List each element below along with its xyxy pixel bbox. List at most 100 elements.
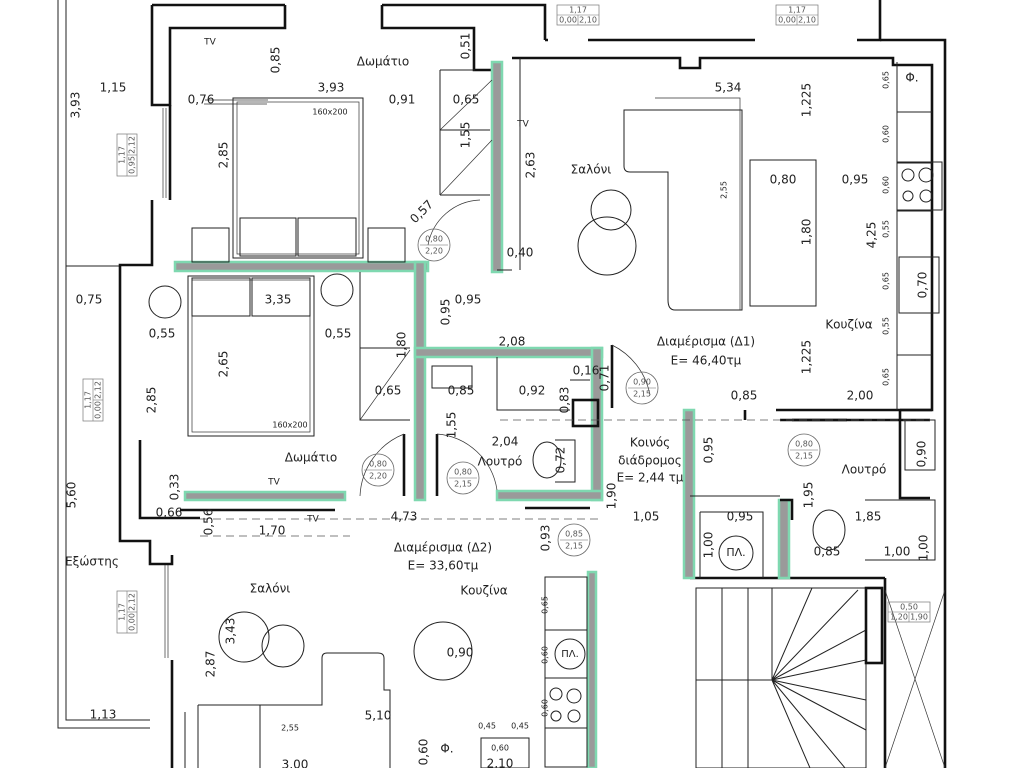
dimension-label: 5,60	[65, 482, 79, 509]
dimension-label: 0,95	[727, 510, 754, 524]
dimension-label: 0,85	[731, 389, 758, 403]
dimension-label: 1,00	[917, 535, 931, 562]
dimension-label: 3,35	[265, 293, 292, 307]
interior-lines	[180, 58, 936, 578]
double-bed	[187, 275, 315, 437]
dimension-label: 1,00	[702, 532, 716, 559]
dimension-label: 0,71	[598, 365, 612, 392]
dimension-label: 0,85	[814, 545, 841, 559]
furniture-label: TV	[516, 120, 529, 130]
room-label: Εξώστης	[65, 555, 119, 569]
staircase	[695, 586, 946, 768]
dimension-label: 1,80	[800, 219, 814, 246]
window-height: 2,12	[94, 381, 103, 399]
window-sill: 0,00	[94, 401, 103, 419]
window-sill: 0,00	[778, 16, 796, 25]
window-tag: 1,170,00 2,12	[82, 378, 104, 422]
furniture-label: ΠΛ.	[561, 649, 579, 660]
dimension-label: 0,72	[554, 447, 568, 474]
dimension-label: 0,65	[882, 272, 891, 290]
room-label: Διαμέρισμα (Δ1)	[657, 335, 755, 349]
dimension-label: 1,70	[259, 524, 286, 538]
dimension-label: 0,91	[389, 93, 416, 107]
door-width: 0,85	[565, 530, 583, 539]
dimension-label: 3,43	[224, 618, 238, 645]
furniture-label: 160x200	[312, 108, 347, 117]
window-height: 2,10	[798, 16, 816, 25]
dimension-label: 1,85	[855, 510, 882, 524]
room-label: Κοινός	[630, 436, 670, 450]
room-label: Σαλόνι	[250, 582, 291, 596]
dimension-label: 0,90	[915, 441, 929, 468]
door-width: 0,80	[425, 235, 443, 244]
dimension-label: 0,33	[168, 474, 182, 501]
dimension-label: 2,65	[217, 351, 231, 378]
dimension-label: 0,95	[439, 299, 453, 326]
room-label: E= 33,60τμ	[408, 559, 479, 573]
dimension-label: 1,95	[802, 482, 816, 509]
dimension-label: 0,40	[507, 246, 534, 260]
dimension-label: 0,92	[519, 384, 546, 398]
dining-table	[749, 159, 817, 307]
dimension-label: 0,65	[541, 596, 550, 614]
dimension-label: 5,34	[715, 81, 742, 95]
door-height: 2,15	[454, 480, 472, 489]
dimension-label: 0,60	[541, 646, 550, 664]
room-label: E= 2,44 τμ	[617, 471, 684, 485]
door-tag	[417, 228, 451, 262]
door-width: 0,90	[633, 378, 651, 387]
window-width: 0,50	[900, 603, 918, 612]
room-label: Δωμάτιο	[285, 451, 337, 465]
round-table	[413, 621, 473, 681]
dimension-label: 1,05	[633, 510, 660, 524]
window-width: 1,17	[569, 6, 587, 15]
dimension-label: 0,55	[149, 327, 176, 341]
door-height: 2,15	[565, 542, 583, 551]
dimension-label: 2,55	[720, 181, 729, 199]
door-height: 2,20	[425, 247, 443, 256]
dimension-label: 0,83	[558, 387, 572, 414]
dimension-label: 0,55	[882, 317, 891, 335]
dimension-label: 0,56	[202, 509, 216, 536]
door-tag	[625, 371, 659, 405]
dimension-label: 0,60	[882, 125, 891, 143]
dimension-label: 0,93	[539, 525, 553, 552]
furniture-label: TV	[306, 515, 319, 525]
dimension-label: 5,10	[365, 709, 392, 723]
dimension-label: 1,225	[800, 83, 814, 117]
dimension-label: 2,85	[217, 142, 231, 169]
dimension-label: 0,85	[448, 384, 475, 398]
window-width: 1,17	[788, 6, 806, 15]
room-label: Κουζίνα	[825, 318, 872, 332]
furniture-label: Φ.	[905, 71, 918, 85]
window-height: 2,12	[128, 136, 137, 154]
dimension-label: 1,90	[605, 483, 619, 510]
dimension-label: 0,95	[702, 437, 716, 464]
dimension-label: 2,08	[499, 335, 526, 349]
room-label: Λουτρό	[842, 463, 887, 477]
dimension-label: 0,65	[882, 71, 891, 89]
dimension-label: 0,60	[882, 176, 891, 194]
sofa	[623, 109, 743, 311]
dimension-label: 1,13	[90, 708, 117, 722]
dimension-label: 0,16	[573, 364, 600, 378]
dimension-label: 4,25	[865, 222, 879, 249]
door-height: 2,20	[369, 472, 387, 481]
door-width: 0,80	[369, 460, 387, 469]
dimension-label: 0,60	[491, 744, 509, 753]
dimension-label: 0,60	[417, 739, 431, 766]
shared-walls	[173, 60, 791, 768]
dimension-label: 0,45	[511, 722, 529, 731]
window-tag: 1,170,002,12	[116, 590, 138, 634]
dimension-label: 1,55	[459, 122, 473, 149]
dimension-label: 3,93	[69, 92, 83, 119]
dimension-label: 1,225	[800, 340, 814, 374]
dimension-label: 0,90	[447, 646, 474, 660]
window-width: 1,17	[84, 391, 93, 409]
dimension-label: 1,00	[884, 545, 911, 559]
dimension-label: 0,57	[407, 197, 436, 226]
door-height: 2,15	[795, 452, 813, 461]
dimension-label: 2,85	[145, 387, 159, 414]
window-sill: 0,00	[128, 613, 137, 631]
